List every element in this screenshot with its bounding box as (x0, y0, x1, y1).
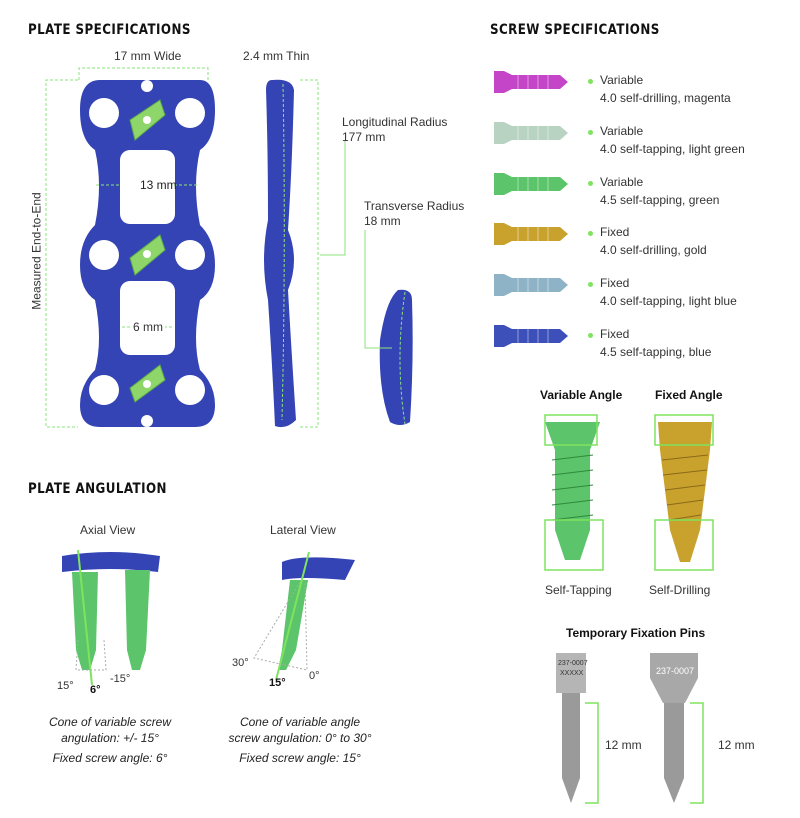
lateral-fixed-angle: 15° (269, 677, 286, 689)
plate-drawing (45, 67, 413, 428)
plate-transverse-view (379, 289, 413, 425)
lateral-right-angle: 0° (309, 670, 320, 682)
screw-icon (494, 274, 568, 297)
right-pin-length: 12 mm (718, 738, 755, 752)
lateral-screw (278, 580, 308, 670)
angulation-diagrams (62, 549, 355, 686)
left-pin-head (556, 653, 586, 693)
axial-right-angle: -15° (110, 673, 131, 685)
plate-width-label: 17 mm Wide (114, 49, 182, 63)
screw-description: 4.0 self-drilling, gold (600, 243, 707, 258)
variable-angle-label: Variable Angle (540, 388, 623, 402)
screw-description: 4.0 self-tapping, light blue (600, 294, 737, 309)
self-drilling-label: Self-Drilling (649, 583, 711, 597)
screw-specs-title: SCREW SPECIFICATIONS (490, 22, 660, 38)
axial-fixed-angle: 6° (90, 684, 101, 696)
left-pin-mark-2: XXXXX (560, 670, 584, 677)
fixed-angle-label: Fixed Angle (655, 388, 723, 402)
bullet-icon (588, 129, 593, 135)
lateral-caption-3: Fixed screw angle: 15° (239, 751, 361, 765)
slot-width-label: 6 mm (131, 320, 165, 334)
screw-icon (494, 172, 568, 195)
left-pin-mark: 237-0007 (558, 660, 588, 667)
self-tapping-label: Self-Tapping (545, 583, 612, 597)
axial-caption-3: Fixed screw angle: 6° (52, 751, 168, 765)
screw-description: 4.5 self-tapping, green (600, 192, 720, 207)
axial-view-label: Axial View (80, 523, 136, 537)
fixation-pins: 237-0007 XXXXX 237-0007 (556, 653, 704, 804)
left-pin-shaft (562, 693, 580, 803)
screw-icon (494, 71, 568, 93)
lateral-view-label: Lateral View (270, 523, 336, 537)
screw-description: 4.0 self-tapping, light green (600, 141, 745, 156)
bullet-icon (588, 333, 593, 338)
screw-spec-item: Fixed 4.0 self-tapping, light blue (490, 274, 790, 318)
bullet-icon (588, 180, 593, 186)
longitudinal-radius-value: 177 mm (342, 130, 386, 144)
lateral-plate (282, 557, 355, 580)
screw-icon (494, 121, 568, 144)
screw-spec-item: Fixed 4.5 self-tapping, blue (490, 325, 790, 369)
bullet-icon (588, 231, 593, 237)
lateral-caption-1: Cone of variable angle (239, 715, 361, 729)
screw-type: Variable (600, 174, 644, 189)
screw-type: Fixed (600, 327, 630, 341)
screw-spec-item: Fixed 4.0 self-drilling, gold (490, 223, 790, 267)
screw-type-comparison (544, 414, 714, 571)
left-pin-length: 12 mm (605, 738, 642, 752)
screw-icon (494, 223, 568, 246)
screw-type: Fixed (600, 225, 630, 240)
transverse-radius-label: Transverse Radius (364, 199, 465, 213)
screw-spec-item: Variable 4.5 self-tapping, green (490, 172, 790, 217)
screw-spec-item: Variable 4.0 self-tapping, light green (490, 121, 790, 166)
plate-side-view (264, 79, 296, 428)
plate-specs-title: PLATE SPECIFICATIONS (28, 22, 191, 38)
variable-angle-screw (545, 422, 600, 560)
right-pin-shaft (664, 703, 684, 803)
fixed-angle-screw (658, 422, 712, 562)
screw-description: 4.0 self-drilling, magenta (600, 91, 731, 105)
screw-type: Fixed (600, 276, 630, 291)
axial-caption-1: Cone of variable screw (48, 715, 172, 729)
waist-width-label: 13 mm (140, 178, 177, 192)
screw-type: Variable (600, 73, 644, 87)
angulation-title: PLATE ANGULATION (28, 481, 167, 497)
right-pin-mark: 237-0007 (656, 666, 694, 676)
screw-spec-item: Variable 4.0 self-drilling, magenta (490, 71, 790, 115)
screw-type: Variable (600, 123, 644, 138)
axial-screw-right (125, 570, 150, 670)
transverse-radius-value: 18 mm (364, 214, 401, 228)
screw-description: 4.5 self-tapping, blue (600, 345, 712, 359)
screw-icon (494, 325, 568, 347)
bullet-icon (588, 282, 593, 288)
bullet-icon (588, 79, 593, 84)
pins-title: Temporary Fixation Pins (566, 626, 706, 640)
longitudinal-radius-label: Longitudinal Radius (342, 115, 448, 129)
plate-thickness-label: 2.4 mm Thin (243, 49, 310, 63)
axial-caption-2: angulation: +/- 15° (61, 731, 159, 745)
right-pin-head (650, 653, 698, 703)
lateral-left-angle: 30° (232, 657, 249, 669)
axial-left-angle: 15° (57, 680, 74, 692)
axial-plate (62, 552, 160, 572)
lateral-caption-2: screw angulation: 0° to 30° (228, 731, 372, 745)
